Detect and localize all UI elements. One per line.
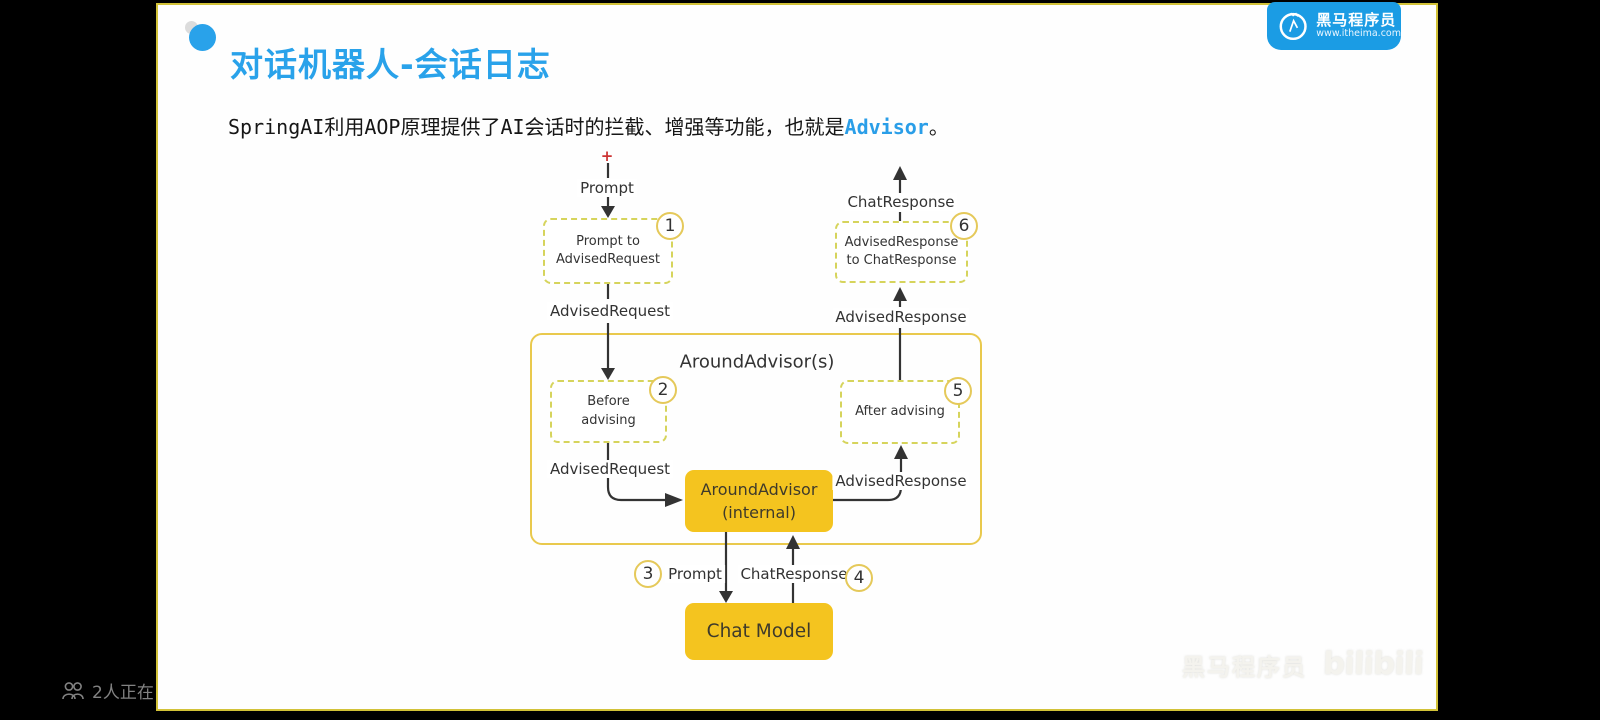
intro-highlight-advisor: Advisor (844, 115, 929, 139)
step-box-after-advising: After advising (840, 380, 960, 444)
box-text-line: Prompt to (576, 233, 640, 249)
logo-url-text: www.itheima.com (1316, 27, 1401, 39)
chat-model-box: Chat Model (685, 603, 833, 660)
around-advisor-internal-box: AroundAdvisor (internal) (685, 470, 833, 532)
logo-brand-text: 黑马程序员 (1316, 11, 1397, 30)
viewers-overlay: 2人正在 (62, 678, 154, 703)
step-box-advisedresponse-to-chatresponse: AdvisedResponse to ChatResponse (835, 221, 968, 283)
box-text-line: AdvisedRequest (555, 252, 661, 267)
title-bullet-icon (189, 24, 216, 51)
watermark-brand-text: 黑马程序员 (1182, 655, 1307, 681)
box-text-line: advising (581, 412, 636, 428)
viewers-count-text: 2人正在 (92, 683, 154, 703)
intro-sentence: SpringAI利用AOP原理提供了AI会话时的拦截、增强等功能，也就是Advi… (228, 111, 949, 140)
label-advisedrequest-inner: AdvisedRequest (546, 460, 674, 478)
two-people-icon (62, 681, 84, 699)
station-watermark: 黑马程序员 bilibili (1182, 646, 1424, 682)
bilibili-logo-text: bilibili (1322, 646, 1424, 682)
box-text-line: Before (587, 394, 630, 410)
logo-texts: 黑马程序员 www.itheima.com (1316, 11, 1401, 39)
badge-2: 2 (649, 376, 677, 404)
box-text-line: After advising (855, 403, 945, 419)
label-advisedresponse-inner: AdvisedResponse (832, 472, 970, 490)
intro-prefix: SpringAI利用AOP原理提供了AI会话时的拦截、增强等功能，也就是 (228, 115, 845, 139)
intro-suffix: 。 (928, 115, 949, 139)
badge-5: 5 (944, 377, 972, 405)
itheima-logo: 黑马程序员 www.itheima.com (1267, 2, 1401, 50)
step-box-before-advising: Before advising (550, 380, 667, 443)
badge-6: 6 (950, 212, 978, 240)
slide-background (156, 3, 1438, 711)
box-text-line: Chat Model (706, 621, 812, 642)
label-chatresponse-bottom: ChatResponse (737, 565, 851, 583)
label-advisedresponse-upper: AdvisedResponse (832, 308, 970, 326)
label-prompt-bottom: Prompt (665, 565, 725, 583)
box-text-line: AdvisedResponse (844, 234, 959, 250)
step-box-prompt-to-advisedrequest: Prompt to AdvisedRequest (543, 218, 673, 284)
around-advisors-container (530, 333, 982, 545)
badge-4: 4 (845, 564, 873, 592)
box-text-line: to ChatResponse (846, 253, 957, 268)
horse-in-circle-icon (1279, 12, 1307, 41)
page-title: 对话机器人-会话日志 (230, 45, 551, 84)
label-advisedrequest-upper: AdvisedRequest (546, 302, 674, 320)
badge-1: 1 (656, 212, 684, 240)
label-chatresponse-top: ChatResponse (844, 193, 958, 211)
label-prompt-top: Prompt (577, 179, 637, 197)
box-text-line: (internal) (722, 503, 796, 522)
box-text-line: AroundAdvisor (700, 479, 818, 499)
badge-3: 3 (634, 560, 662, 588)
plus-icon: + (600, 147, 614, 165)
around-advisors-title: AroundAdvisor(s) (679, 351, 835, 373)
